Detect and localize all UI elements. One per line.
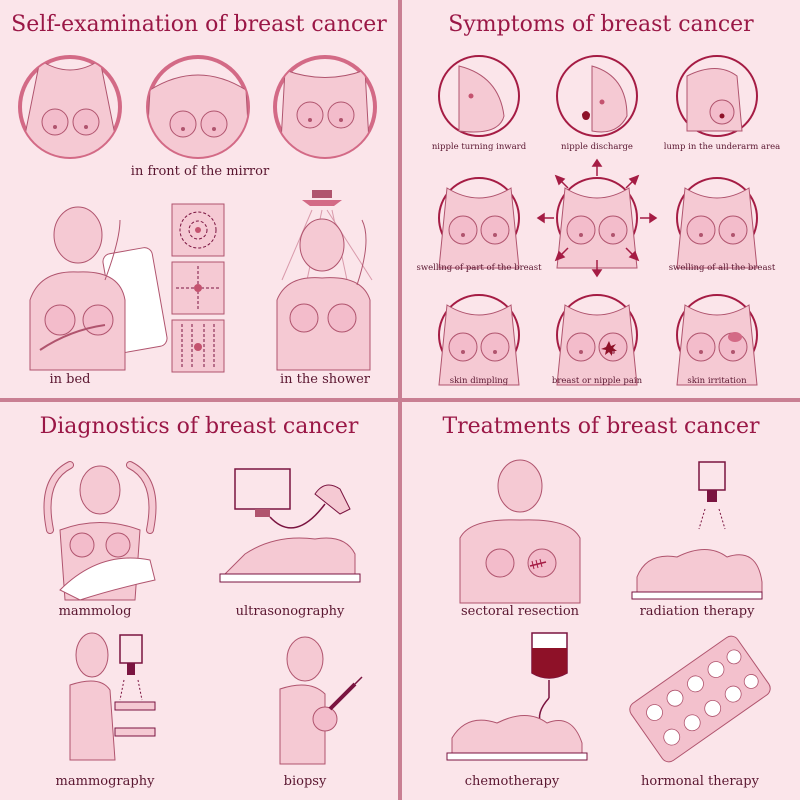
shower-caption: in the shower: [280, 372, 370, 387]
chemotherapy-illustration: [446, 632, 588, 761]
technique-diagrams: [171, 203, 225, 373]
symptom-swelling-part: [438, 177, 520, 269]
symptom-nipple-pain: [556, 294, 638, 386]
treatments-panel: Treatments of breast cancer sectoral res…: [402, 402, 800, 800]
mammography-caption: mammography: [55, 774, 155, 789]
caption-nipple-discharge: nipple discharge: [561, 142, 633, 152]
biopsy-caption: biopsy: [283, 774, 327, 789]
treatments-title: Treatments of breast cancer: [442, 414, 760, 439]
symptom-nipple-inward: [438, 55, 520, 137]
ultrasonography-caption: ultrasonography: [235, 604, 345, 619]
symptom-skin-dimpling: [438, 294, 520, 386]
caption-underarm-lump: lump in the underarm area: [663, 142, 781, 152]
radiation-therapy-illustration: [631, 461, 763, 600]
mammolog-caption: mammolog: [58, 604, 132, 619]
mammography-illustration: [69, 632, 156, 761]
diagnostics-title: Diagnostics of breast cancer: [39, 414, 359, 439]
sectoral-resection-illustration: [459, 459, 581, 604]
biopsy-illustration: [279, 636, 363, 765]
symptoms-title: Symptoms of breast cancer: [448, 12, 754, 37]
mirror-front-illustration: [18, 55, 377, 159]
in-bed-illustration: [29, 206, 168, 371]
hormonal-therapy-illustration: [629, 635, 771, 763]
caption-skin-dimpling: skin dimpling: [449, 376, 509, 386]
symptom-nipple-discharge: [556, 55, 638, 137]
caption-swelling-part: swelling of part of the breast: [416, 263, 542, 273]
symptom-arrows: [536, 158, 658, 278]
mirror-caption: in front of the mirror: [130, 164, 270, 179]
ultrasonography-illustration: [219, 468, 361, 583]
mammolog-illustration: [43, 461, 157, 601]
sectoral-caption: sectoral resection: [460, 604, 580, 619]
caption-skin-irritation: skin irritation: [687, 376, 747, 386]
bed-caption: in bed: [49, 372, 91, 387]
symptom-center: [556, 177, 638, 269]
diagnostics-panel: Diagnostics of breast cancer mammolog ul…: [0, 402, 398, 800]
symptom-swelling-all: [676, 177, 758, 269]
radiation-caption: radiation therapy: [639, 604, 755, 619]
self-examination-panel: Self-examination of breast cancer: [0, 0, 398, 398]
caption-nipple-inward: nipple turning inward: [431, 142, 527, 152]
self-examination-title: Self-examination of breast cancer: [11, 12, 387, 37]
caption-swelling-all: swelling of all the breast: [668, 263, 776, 273]
symptom-skin-irritation: [676, 294, 758, 386]
symptoms-panel: Symptoms of breast cancer: [402, 0, 800, 398]
symptom-underarm-lump: [676, 55, 758, 137]
chemo-caption: chemotherapy: [464, 774, 560, 789]
in-shower-illustration: [276, 190, 373, 371]
hormonal-caption: hormonal therapy: [641, 774, 759, 789]
horizontal-divider: [0, 398, 800, 402]
symptom-circles: [438, 55, 758, 386]
caption-nipple-pain: breast or nipple pain: [551, 376, 643, 386]
